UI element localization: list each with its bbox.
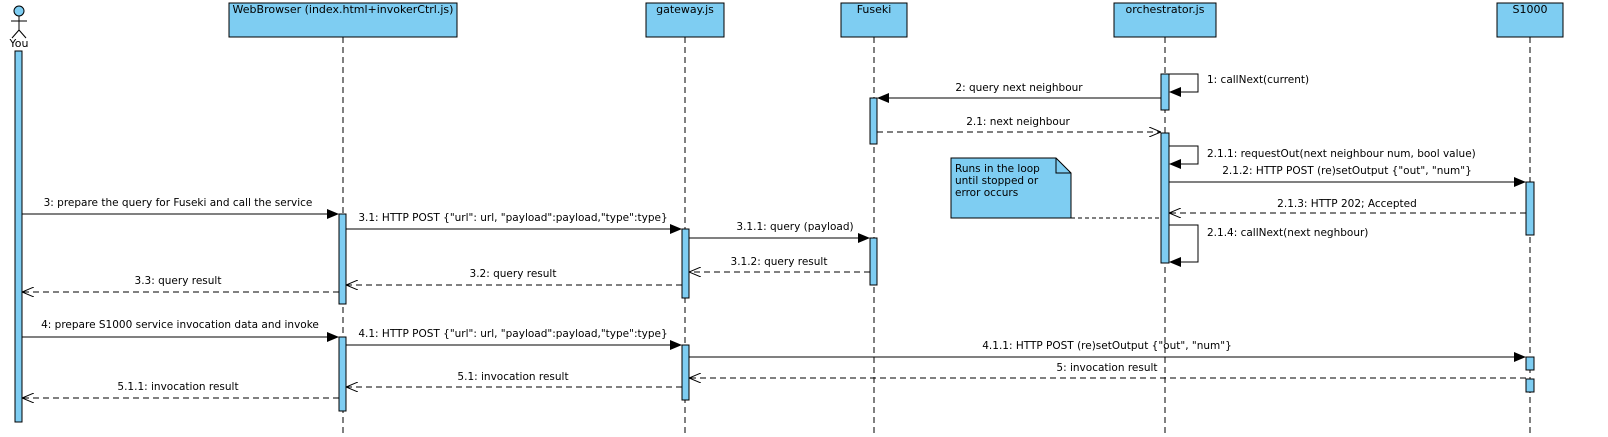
activation-webbrowser xyxy=(338,213,347,305)
message-label: 2: query next neighbour xyxy=(955,82,1083,94)
participant-label: WebBrowser (index.html+invokerCtrl.js) xyxy=(233,3,454,16)
message-2: 2: query next neighbour xyxy=(877,82,1161,103)
message-label: 5.1: invocation result xyxy=(457,371,568,383)
message-label: 3.3: query result xyxy=(135,275,222,287)
message-label: 3.1.1: query (payload) xyxy=(736,221,853,233)
participant-s1000: S1000 xyxy=(1496,2,1564,38)
message-label: 5: invocation result xyxy=(1056,362,1157,374)
message-2-1-3: 2.1.3: HTTP 202; Accepted xyxy=(1170,198,1526,213)
activation-s1000 xyxy=(1525,356,1535,371)
actor-head xyxy=(13,5,25,17)
message-4-1: 4.1: HTTP POST {"url": url, "payload":pa… xyxy=(346,328,682,350)
activation-gateway xyxy=(681,228,690,299)
message-arrow xyxy=(1169,224,1199,267)
participant-box xyxy=(840,2,908,38)
message-5-1-1: 5.1.1: invocation result xyxy=(23,381,339,398)
participant-box xyxy=(228,2,458,38)
participant-box xyxy=(1496,2,1564,38)
note-line: until stopped or xyxy=(955,175,1039,187)
message-3-2: 3.2: query result xyxy=(347,268,682,285)
loop-note: Runs in the loop until stopped or error … xyxy=(950,157,1161,219)
message-5-1: 5.1: invocation result xyxy=(347,371,682,387)
message-3-1-2: 3.1.2: query result xyxy=(690,256,870,272)
participant-orchestrator: orchestrator.js xyxy=(1113,2,1217,38)
activation-fuseki xyxy=(869,237,878,286)
activation-gateway xyxy=(681,344,690,401)
message-3: 3: prepare the query for Fuseki and call… xyxy=(22,197,339,219)
note-line: error occurs xyxy=(955,187,1018,199)
message-arrow xyxy=(1169,145,1199,169)
activation-s1000 xyxy=(1525,181,1535,236)
message-label: 2.1: next neighbour xyxy=(966,116,1070,128)
message-2-1-4: 2.1.4: callNext(next neghbour) xyxy=(1169,224,1368,267)
activation-webbrowser xyxy=(338,336,347,412)
message-label: 3: prepare the query for Fuseki and call… xyxy=(44,197,313,209)
activation-you xyxy=(14,50,23,423)
message-label: 3.1: HTTP POST {"url": url, "payload":pa… xyxy=(358,212,667,224)
actor-leg-right xyxy=(18,29,27,39)
message-3-3: 3.3: query result xyxy=(23,275,339,292)
participant-label: S1000 xyxy=(1513,3,1548,16)
activation-orchestrator xyxy=(1160,132,1170,264)
message-1: 1: callNext(current) xyxy=(1169,73,1309,97)
message-label: 4.1: HTTP POST {"url": url, "payload":pa… xyxy=(358,328,667,340)
message-5: 5: invocation result xyxy=(690,362,1526,378)
participant-gateway: gateway.js xyxy=(645,2,725,38)
message-label: 3.1.2: query result xyxy=(731,256,828,268)
message-label: 1: callNext(current) xyxy=(1207,74,1309,86)
message-4-1-1: 4.1.1: HTTP POST (re)setOutput {"out", "… xyxy=(689,340,1526,362)
message-label: 5.1.1: invocation result xyxy=(117,381,238,393)
participant-label: gateway.js xyxy=(656,3,714,16)
message-arrow xyxy=(1169,73,1199,97)
activation-fuseki xyxy=(869,97,878,145)
message-4: 4: prepare S1000 service invocation data… xyxy=(22,319,339,342)
message-2-1-2: 2.1.2: HTTP POST (re)setOutput {"out", "… xyxy=(1169,165,1526,187)
activations xyxy=(14,50,1535,423)
message-3-1-1: 3.1.1: query (payload) xyxy=(689,221,870,243)
message-label: 2.1.2: HTTP POST (re)setOutput {"out", "… xyxy=(1222,165,1472,177)
participant-fuseki: Fuseki xyxy=(840,2,908,38)
message-label: 3.2: query result xyxy=(470,268,557,280)
actor-you: You xyxy=(9,5,29,50)
participant-label: orchestrator.js xyxy=(1126,3,1205,16)
note-line: Runs in the loop xyxy=(955,163,1040,175)
note-fold xyxy=(1055,158,1071,174)
actor-label: You xyxy=(9,37,29,50)
actor-leg-left xyxy=(11,29,20,39)
participant-webbrowser: WebBrowser (index.html+invokerCtrl.js) xyxy=(228,2,458,38)
message-label: 2.1.1: requestOut(next neighbour num, bo… xyxy=(1207,148,1476,160)
message-2-1-1: 2.1.1: requestOut(next neighbour num, bo… xyxy=(1169,145,1476,169)
note-box xyxy=(950,157,1072,219)
message-label: 2.1.3: HTTP 202; Accepted xyxy=(1277,198,1417,210)
message-3-1: 3.1: HTTP POST {"url": url, "payload":pa… xyxy=(346,212,682,234)
activation-orchestrator xyxy=(1160,73,1170,111)
message-label: 4: prepare S1000 service invocation data… xyxy=(41,319,319,331)
participant-label: Fuseki xyxy=(857,3,892,16)
message-label: 4.1.1: HTTP POST (re)setOutput {"out", "… xyxy=(982,340,1232,352)
participant-box xyxy=(1113,2,1217,38)
message-label: 2.1.4: callNext(next neghbour) xyxy=(1207,227,1368,239)
message-2-1: 2.1: next neighbour xyxy=(877,116,1160,132)
activation-s1000 xyxy=(1525,378,1535,393)
